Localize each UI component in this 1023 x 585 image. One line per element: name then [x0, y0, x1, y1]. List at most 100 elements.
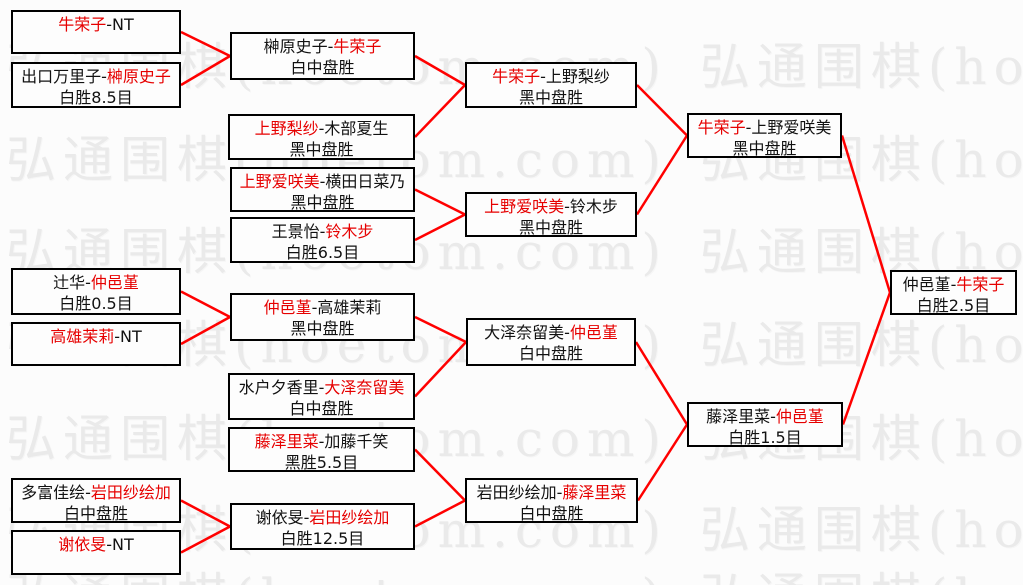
match-result: 白胜12.5目 [280, 529, 365, 548]
match-result: 白中盘胜 [63, 504, 128, 523]
match-players: 谢依旻-NT [13, 534, 179, 555]
winner-name: 大泽奈留美 [324, 378, 405, 397]
match-result: 白胜1.5目 [728, 428, 802, 447]
match-players: 上野梨纱-木部夏生 [230, 118, 413, 139]
match-box-B6: 水户夕香里-大泽奈留美白中盘胜 [228, 373, 415, 420]
bracket-link [636, 423, 689, 502]
match-box-A2: 出口万里子-榊原史子白胜8.5目 [11, 62, 181, 108]
match-result: 黑中盘胜 [732, 139, 797, 158]
winner-name: 牛荣子 [956, 275, 1005, 294]
match-result: 白中盘胜 [290, 58, 355, 77]
bracket-link [414, 188, 466, 216]
player-name: 谢依旻- [255, 508, 310, 527]
bracket-link [180, 30, 231, 58]
player-name: 水户夕香里- [238, 378, 325, 397]
match-players: 上野爱咲美-铃木步 [467, 196, 635, 217]
match-result: 黑中盘胜 [518, 88, 583, 107]
match-result: 白中盘胜 [518, 344, 583, 363]
bracket-link [414, 84, 466, 138]
match-result: 白胜8.5目 [59, 88, 133, 107]
winner-name: 藤泽里菜 [562, 483, 627, 502]
bracket-link [180, 525, 231, 554]
winner-name: 榊原史子 [106, 67, 171, 86]
bracket-link [414, 448, 466, 502]
match-result: 白中盘胜 [519, 504, 584, 523]
match-players: 上野爱咲美-横田日菜乃 [232, 171, 413, 192]
match-box-B8: 谢依旻-岩田纱绘加白胜12.5目 [230, 503, 415, 550]
match-box-A5: 多富佳绘-岩田纱绘加白中盘胜 [11, 478, 181, 523]
match-box-B1: 榊原史子-牛荣子白中盘胜 [230, 32, 415, 80]
match-box-B5: 仲邑堇-高雄茉莉黑中盘胜 [230, 293, 415, 341]
player-name: 榊原史子- [263, 37, 334, 56]
match-players: 大泽奈留美-仲邑堇 [468, 322, 634, 343]
player-name: 出口万里子- [21, 67, 107, 86]
match-players: 多富佳绘-岩田纱绘加 [13, 482, 179, 503]
player-name: -加藤千笑 [318, 432, 389, 451]
match-players: 藤泽里菜-加藤千笑 [230, 431, 413, 452]
player-name: -上野爱咲美 [745, 118, 832, 137]
winner-name: 牛荣子 [697, 118, 746, 137]
match-players: 仲邑堇-牛荣子 [892, 274, 1015, 295]
match-players: 谢依旻-岩田纱绘加 [232, 507, 413, 528]
winner-name: 铃木步 [325, 222, 374, 241]
match-box-B7: 藤泽里菜-加藤千笑黑胜5.5目 [228, 427, 415, 472]
player-name: 藤泽里菜- [706, 407, 776, 426]
match-box-A6: 谢依旻-NT [11, 530, 181, 575]
winner-name: 藤泽里菜 [254, 432, 319, 451]
watermark-text: 弘通围棋(hoetom.com) 弘通围棋(hoetom.com) [6, 568, 1023, 585]
bracket-link [414, 213, 466, 242]
match-players: 仲邑堇-高雄茉莉 [232, 297, 413, 318]
match-result: 白胜6.5目 [285, 243, 360, 262]
watermark-text: 弘通围棋(hoetom.com) 弘通围棋(hoetom.com) [6, 131, 1023, 189]
player-name: -木部夏生 [318, 119, 389, 138]
player-name: -铃木步 [564, 197, 618, 216]
bracket-link [180, 290, 231, 319]
winner-name: 牛荣子 [333, 37, 382, 56]
player-name: -上野梨纱 [540, 67, 610, 86]
winner-name: 仲邑堇 [569, 323, 618, 342]
match-box-C3: 大泽奈留美-仲邑堇白中盘胜 [466, 318, 636, 366]
match-box-C4: 岩田纱绘加-藤泽里菜白中盘胜 [465, 478, 638, 523]
bracket-link [414, 341, 467, 398]
bracket-link [180, 54, 231, 87]
bracket-link [634, 341, 689, 426]
player-name: 王景怡- [271, 222, 326, 241]
player-name: 岩田纱绘加- [476, 483, 563, 502]
winner-name: 上野梨纱 [254, 119, 319, 138]
bracket-link [180, 499, 231, 528]
winner-name: 仲邑堇 [263, 298, 312, 317]
match-players: 王景怡-铃木步 [232, 221, 413, 242]
winner-name: 仲邑堇 [775, 407, 824, 426]
player-name: -NT [114, 327, 142, 346]
match-result: 黑胜5.5目 [284, 453, 359, 472]
player-name: 大泽奈留美- [484, 323, 570, 342]
match-result: 白中盘胜 [289, 399, 354, 418]
bracket-link [840, 135, 892, 293]
player-name: -NT [106, 15, 134, 34]
match-result: 黑中盘胜 [290, 193, 355, 212]
winner-name: 上野爱咲美 [239, 172, 320, 191]
winner-name: 岩田纱绘加 [90, 483, 171, 502]
player-name: 多富佳绘- [21, 483, 91, 502]
match-result: 白胜0.5目 [59, 294, 133, 313]
match-box-A3: 辻华-仲邑堇白胜0.5目 [11, 268, 181, 315]
match-box-B4: 王景怡-铃木步白胜6.5目 [230, 217, 415, 263]
match-box-B3: 上野爱咲美-横田日菜乃黑中盘胜 [230, 167, 415, 212]
match-result: 白胜2.5目 [916, 296, 991, 315]
match-box-D2: 藤泽里菜-仲邑堇白胜1.5目 [687, 402, 843, 447]
match-box-C2: 上野爱咲美-铃木步黑中盘胜 [465, 192, 637, 237]
winner-name: 谢依旻 [58, 535, 107, 554]
bracket-link [414, 54, 466, 87]
player-name: -横田日菜乃 [319, 172, 406, 191]
bracket-link [414, 499, 466, 528]
bracket-link [636, 84, 688, 137]
match-box-B2: 上野梨纱-木部夏生黑中盘胜 [228, 114, 415, 160]
winner-name: 牛荣子 [492, 67, 541, 86]
match-players: 牛荣子-上野爱咲美 [689, 117, 840, 138]
winner-name: 高雄茉莉 [50, 327, 115, 346]
player-name: 辻华- [53, 273, 91, 292]
winner-name: 仲邑堇 [90, 273, 139, 292]
match-box-A4: 高雄茉莉-NT [11, 322, 181, 366]
